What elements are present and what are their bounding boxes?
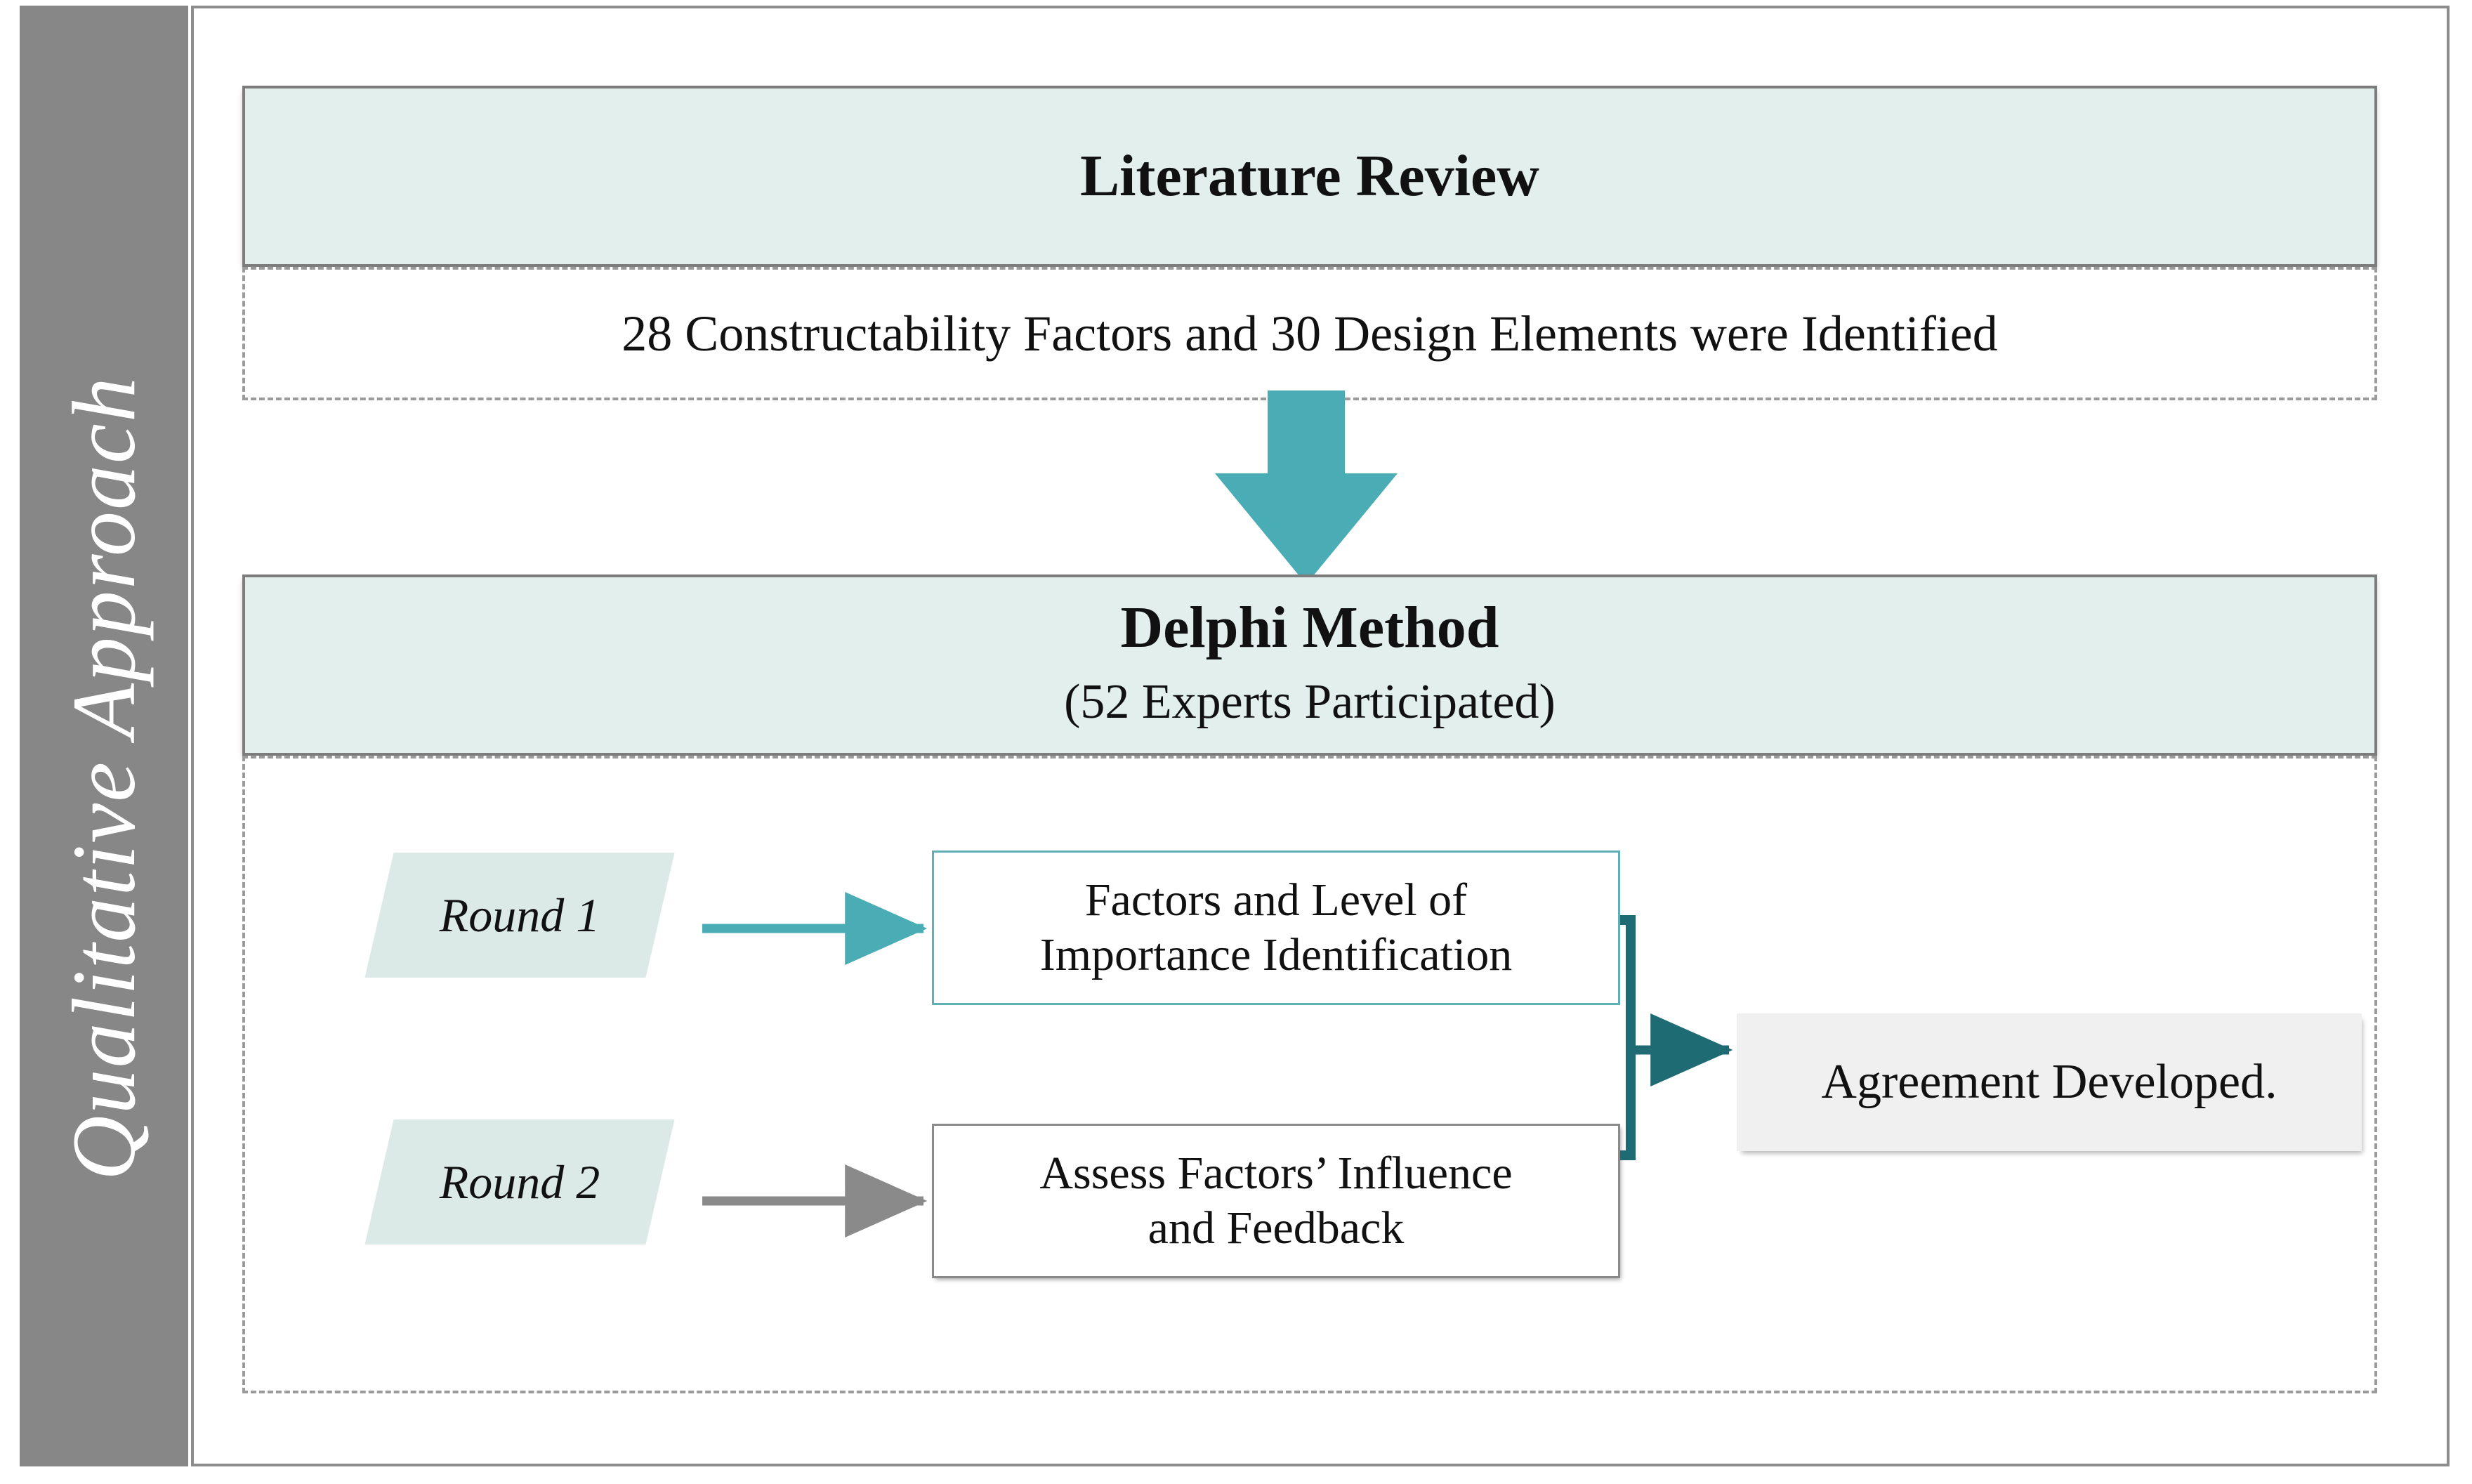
delphi-method-banner: Delphi Method (52 Experts Participated) — [242, 574, 2377, 756]
round-2-task-box: Assess Factors’ Influence and Feedback — [932, 1124, 1620, 1278]
agreement-developed-box: Agreement Developed. — [1737, 1013, 2362, 1151]
literature-review-title: Literature Review — [1080, 143, 1539, 209]
literature-review-banner: Literature Review — [242, 86, 2377, 267]
down-arrow-icon — [1215, 390, 1398, 584]
delphi-method-subtitle: (52 Experts Participated) — [1064, 675, 1556, 730]
round-1-label: Round 1 — [439, 888, 600, 942]
round-1-task-line1: Factors and Level of — [1084, 874, 1468, 926]
sidebar-band: Qualitative Approach — [20, 6, 188, 1466]
agreement-developed-label: Agreement Developed. — [1821, 1055, 2277, 1109]
round-2-label: Round 2 — [439, 1155, 600, 1209]
round-2-task-line2: and Feedback — [1148, 1202, 1405, 1254]
round-2-task-line1: Assess Factors’ Influence — [1039, 1148, 1513, 1200]
sidebar-title: Qualitative Approach — [54, 376, 154, 1181]
literature-review-panel: 28 Constructability Factors and 30 Desig… — [242, 267, 2377, 400]
round-1-task-line2: Importance Identification — [1039, 929, 1513, 980]
delphi-method-title: Delphi Method — [1120, 595, 1499, 661]
round-1-task-box: Factors and Level of Importance Identifi… — [932, 851, 1620, 1005]
literature-review-detail: 28 Constructability Factors and 30 Desig… — [622, 305, 1998, 362]
